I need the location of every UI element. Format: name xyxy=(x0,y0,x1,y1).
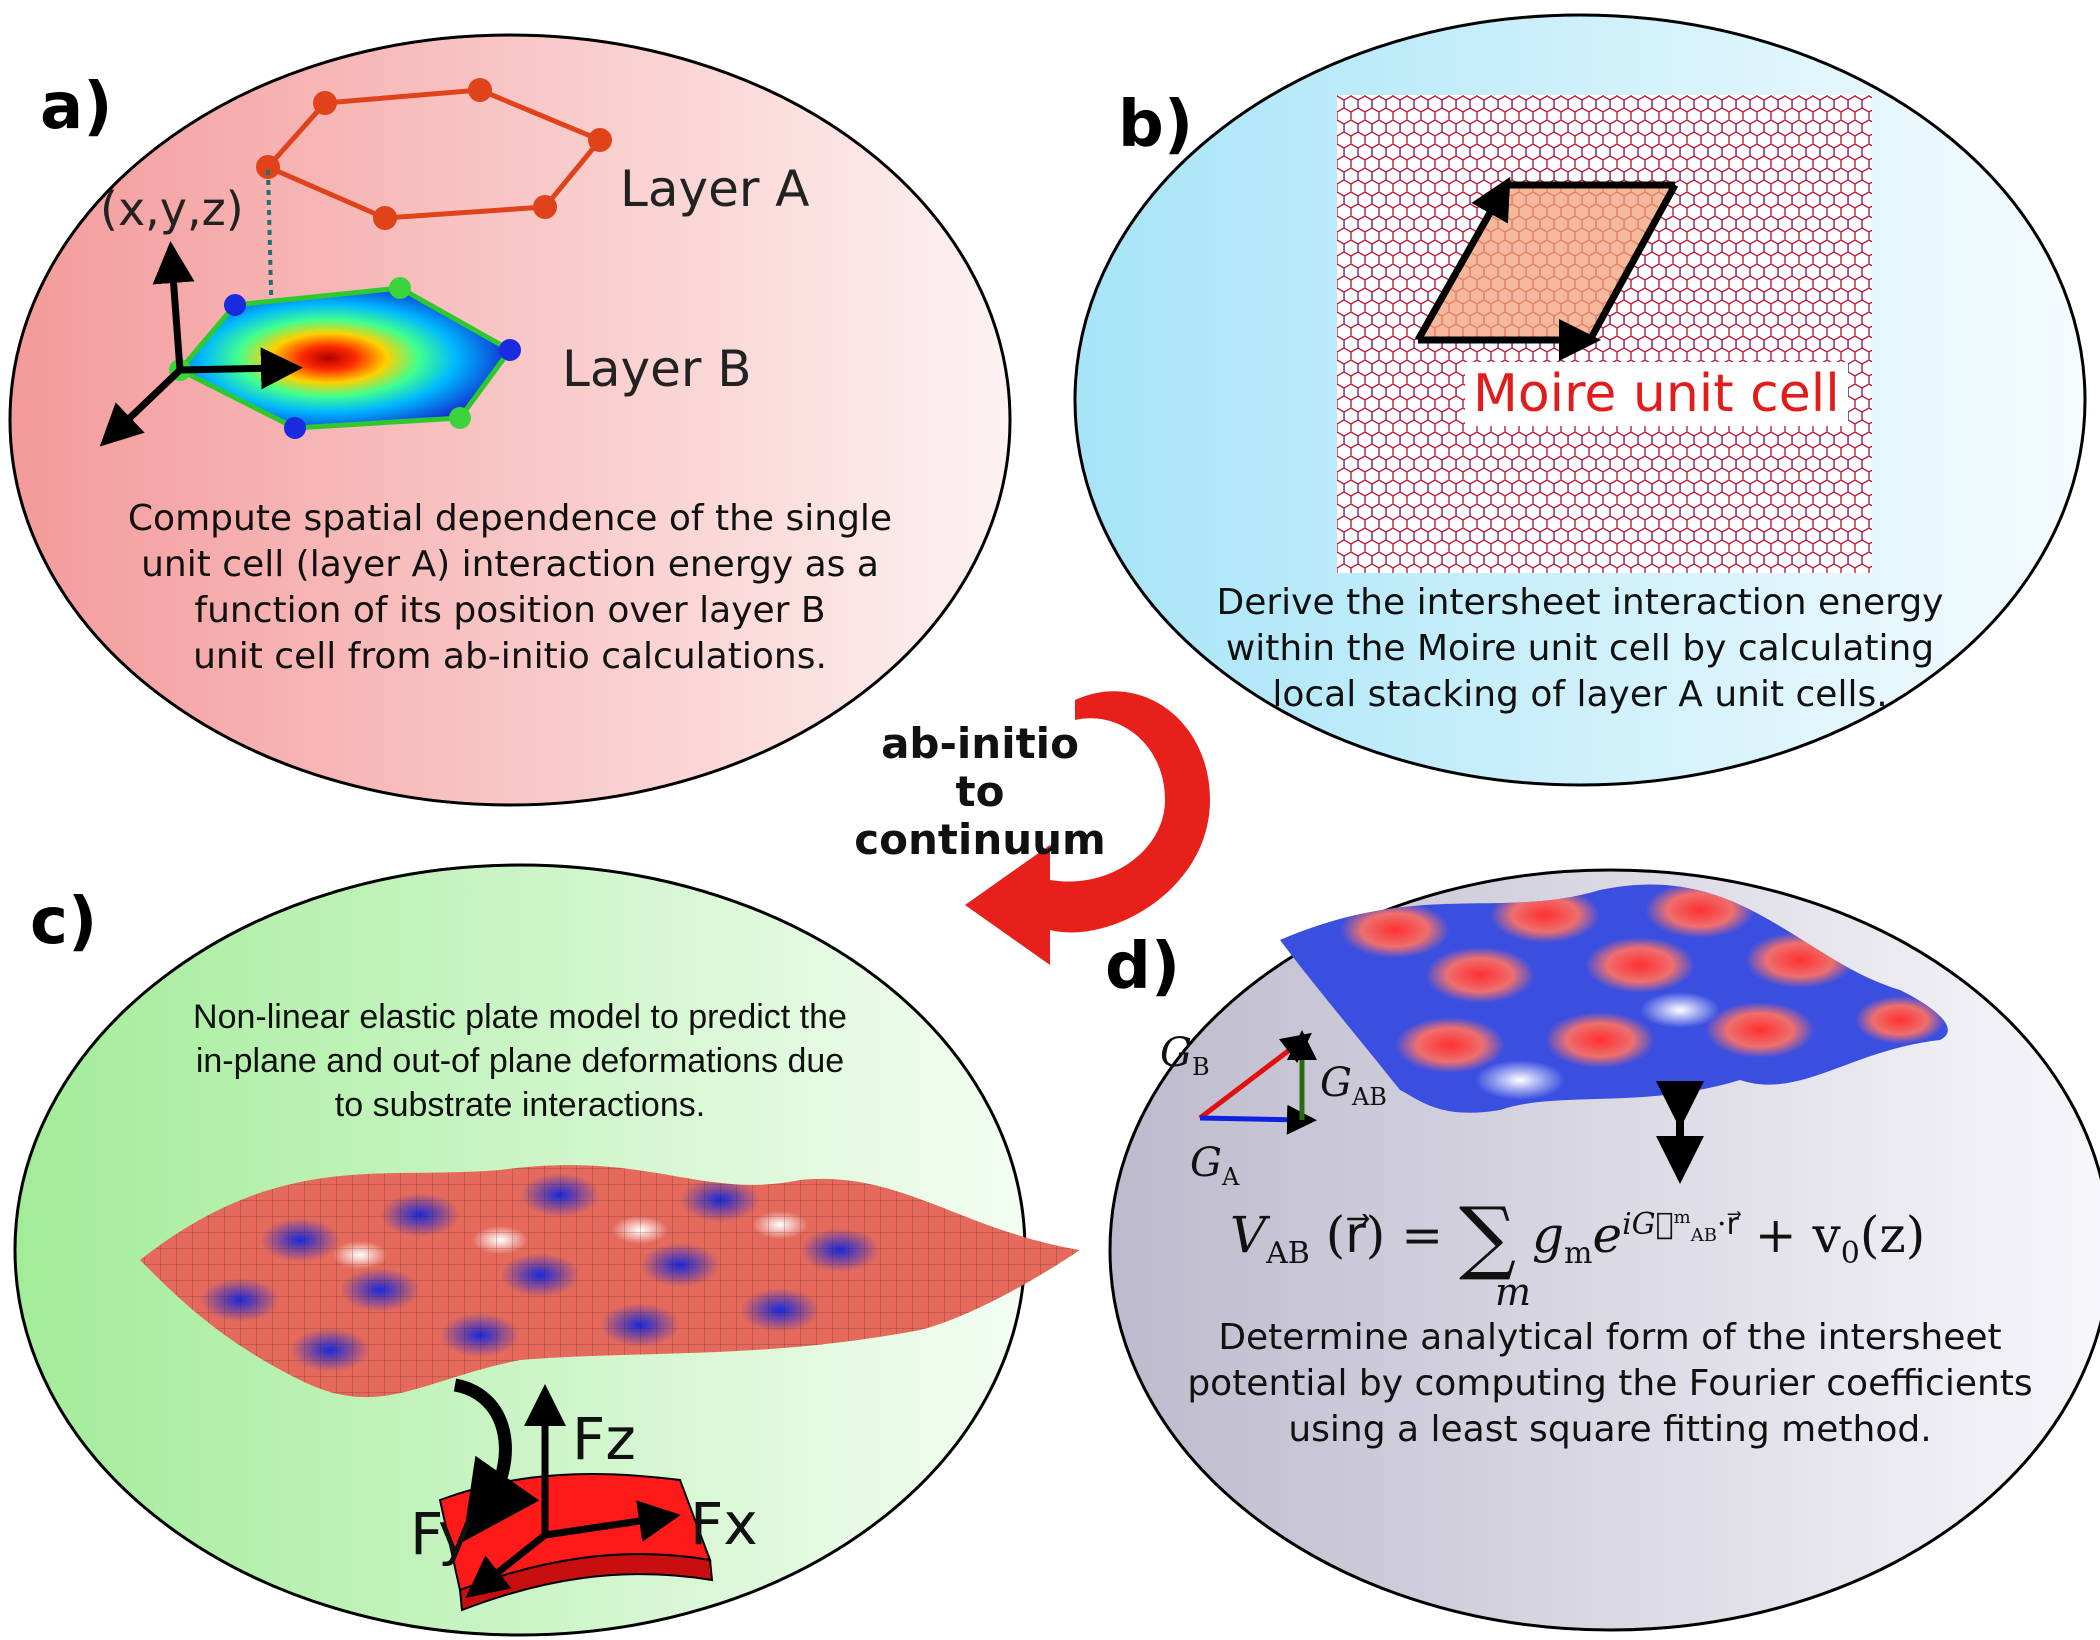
layer-b-atom-green xyxy=(389,277,411,299)
force-fy-label: Fy xyxy=(410,1500,473,1568)
panel-a-label: a) xyxy=(40,70,113,144)
center-line: to xyxy=(955,767,1005,816)
sum-index: m xyxy=(1495,1270,1532,1314)
sum-symbol: ∑ xyxy=(1459,1190,1517,1283)
desc-line: Non-linear elastic plate model to predic… xyxy=(193,998,847,1036)
layer-b-atom-blue xyxy=(224,294,246,316)
panel-d-label: d) xyxy=(1105,930,1181,1004)
center-caption: ab-initio to continuum xyxy=(830,720,1130,864)
layer-a-atom xyxy=(588,128,612,152)
layer-b-hexagon xyxy=(169,277,521,439)
desc-line: within the Moire unit cell by calculatin… xyxy=(1225,628,1935,669)
desc-line: Derive the intersheet interaction energy xyxy=(1216,582,1944,623)
coordinate-label: (x,y,z) xyxy=(100,182,244,236)
layer-b-label: Layer B xyxy=(562,340,752,398)
panel-b-description: Derive the intersheet interaction energy… xyxy=(1130,580,2030,718)
layer-a-label: Layer A xyxy=(620,160,810,218)
layer-b-atom-blue xyxy=(499,339,521,361)
moire-unit-cell-label: Moire unit cell xyxy=(1465,362,1848,426)
vector-ga-label: GA xyxy=(1190,1140,1240,1191)
panel-c-label: c) xyxy=(30,885,98,959)
reciprocal-vectors xyxy=(1198,1030,1317,1135)
potential-equation: VAB (r⃗) = ∑ gmeiG⃗mAB·r⃗ + v0(z) xyxy=(1230,1190,1926,1283)
desc-line: Determine analytical form of the intersh… xyxy=(1218,1317,2002,1358)
desc-line: unit cell (layer A) interaction energy a… xyxy=(141,544,879,585)
layer-a-atom xyxy=(533,195,557,219)
layer-a-atom xyxy=(256,155,280,179)
axes-arrows xyxy=(99,241,303,447)
layer-a-atom xyxy=(373,206,397,230)
moire-lattice xyxy=(1337,95,1872,573)
panel-a-bubble xyxy=(8,33,1012,807)
panel-a-description: Compute spatial dependence of the single… xyxy=(60,496,960,680)
desc-line: using a least square fitting method. xyxy=(1288,1409,1932,1450)
vector-gab-label: GAB xyxy=(1320,1060,1387,1111)
vector-gb-label: GB xyxy=(1160,1030,1210,1081)
layer-a-hexagon xyxy=(256,78,612,230)
force-fz-label: Fz xyxy=(572,1405,636,1473)
panel-d-description: Determine analytical form of the intersh… xyxy=(1130,1315,2090,1453)
desc-line: Compute spatial dependence of the single xyxy=(127,498,893,539)
layer-a-atom xyxy=(313,91,337,115)
desc-line: in-plane and out-of plane deformations d… xyxy=(195,1042,845,1080)
desc-line: function of its position over layer B xyxy=(194,590,826,631)
panel-c-description: Non-linear elastic plate model to predic… xyxy=(90,995,950,1127)
layer-b-atom-blue xyxy=(284,417,306,439)
cycle-arrow xyxy=(965,691,1210,965)
center-line: continuum xyxy=(854,815,1106,864)
force-arrows xyxy=(453,1378,681,1599)
center-line: ab-initio xyxy=(881,719,1079,768)
force-fx-label: Fx xyxy=(690,1490,758,1558)
layer-a-atom xyxy=(468,78,492,102)
panel-b-label: b) xyxy=(1118,88,1194,162)
desc-line: unit cell from ab-initio calculations. xyxy=(193,636,827,677)
moire-cell-arrows xyxy=(1414,176,1679,361)
desc-line: potential by computing the Fourier coeff… xyxy=(1187,1363,2033,1404)
desc-line: local stacking of layer A unit cells. xyxy=(1272,674,1888,715)
layer-b-atom-green xyxy=(449,407,471,429)
desc-line: to substrate interactions. xyxy=(334,1086,706,1124)
potential-surface xyxy=(1280,884,1948,1113)
